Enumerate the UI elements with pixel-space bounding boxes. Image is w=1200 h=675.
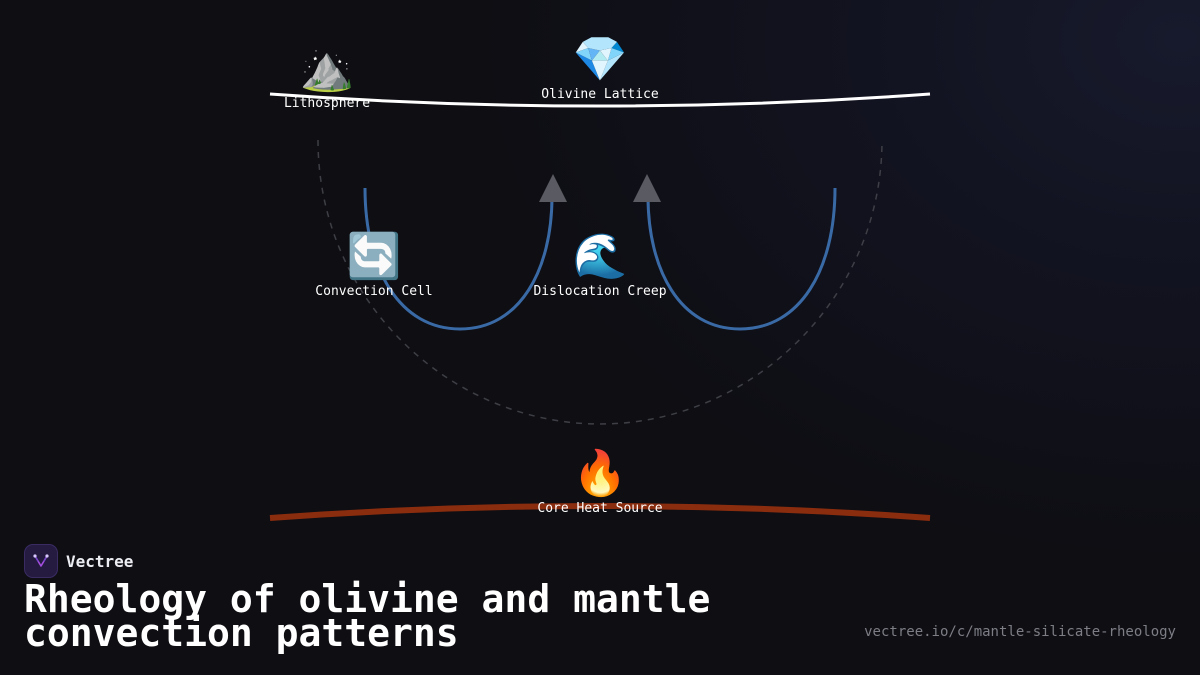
- right-convection-flow: [646, 187, 837, 331]
- node-convection-cell: 🔄 Convection Cell: [274, 232, 474, 300]
- node-label: Olivine Lattice: [541, 87, 659, 102]
- lithosphere-surface-line: [269, 92, 931, 108]
- node-olivine-lattice: 💎 Olivine Lattice: [500, 35, 700, 103]
- core-boundary-line: [269, 503, 931, 521]
- vectree-logo-icon: [24, 544, 58, 578]
- left-upwelling-arrowhead: [539, 174, 567, 202]
- source-url: vectree.io/c/mantle-silicate-rheology: [864, 624, 1176, 640]
- node-core-heat-source: 🔥 Core Heat Source: [500, 449, 700, 517]
- node-dislocation-creep: 🌊 Dislocation Creep: [500, 232, 700, 300]
- brand: Vectree: [24, 544, 133, 578]
- brand-name: Vectree: [66, 551, 134, 571]
- right-upwelling-arrowhead: [633, 174, 661, 202]
- node-label: Dislocation Creep: [533, 284, 667, 299]
- fire-icon: 🔥: [572, 448, 628, 499]
- mountain-icon: ⛰️: [299, 43, 355, 94]
- cycle-arrows-icon: 🔄: [346, 231, 402, 282]
- node-label: Lithosphere: [283, 96, 371, 111]
- left-convection-flow: [363, 187, 554, 331]
- node-label: Convection Cell: [315, 284, 433, 299]
- gem-icon: 💎: [572, 34, 628, 85]
- page-title: Rheology of olivine and mantle convectio…: [24, 577, 711, 655]
- dashed-mantle-arc: [317, 139, 883, 425]
- node-label: Core Heat Source: [537, 501, 663, 516]
- wave-icon: 🌊: [572, 231, 628, 282]
- node-lithosphere: ⛰️ Lithosphere: [227, 44, 427, 112]
